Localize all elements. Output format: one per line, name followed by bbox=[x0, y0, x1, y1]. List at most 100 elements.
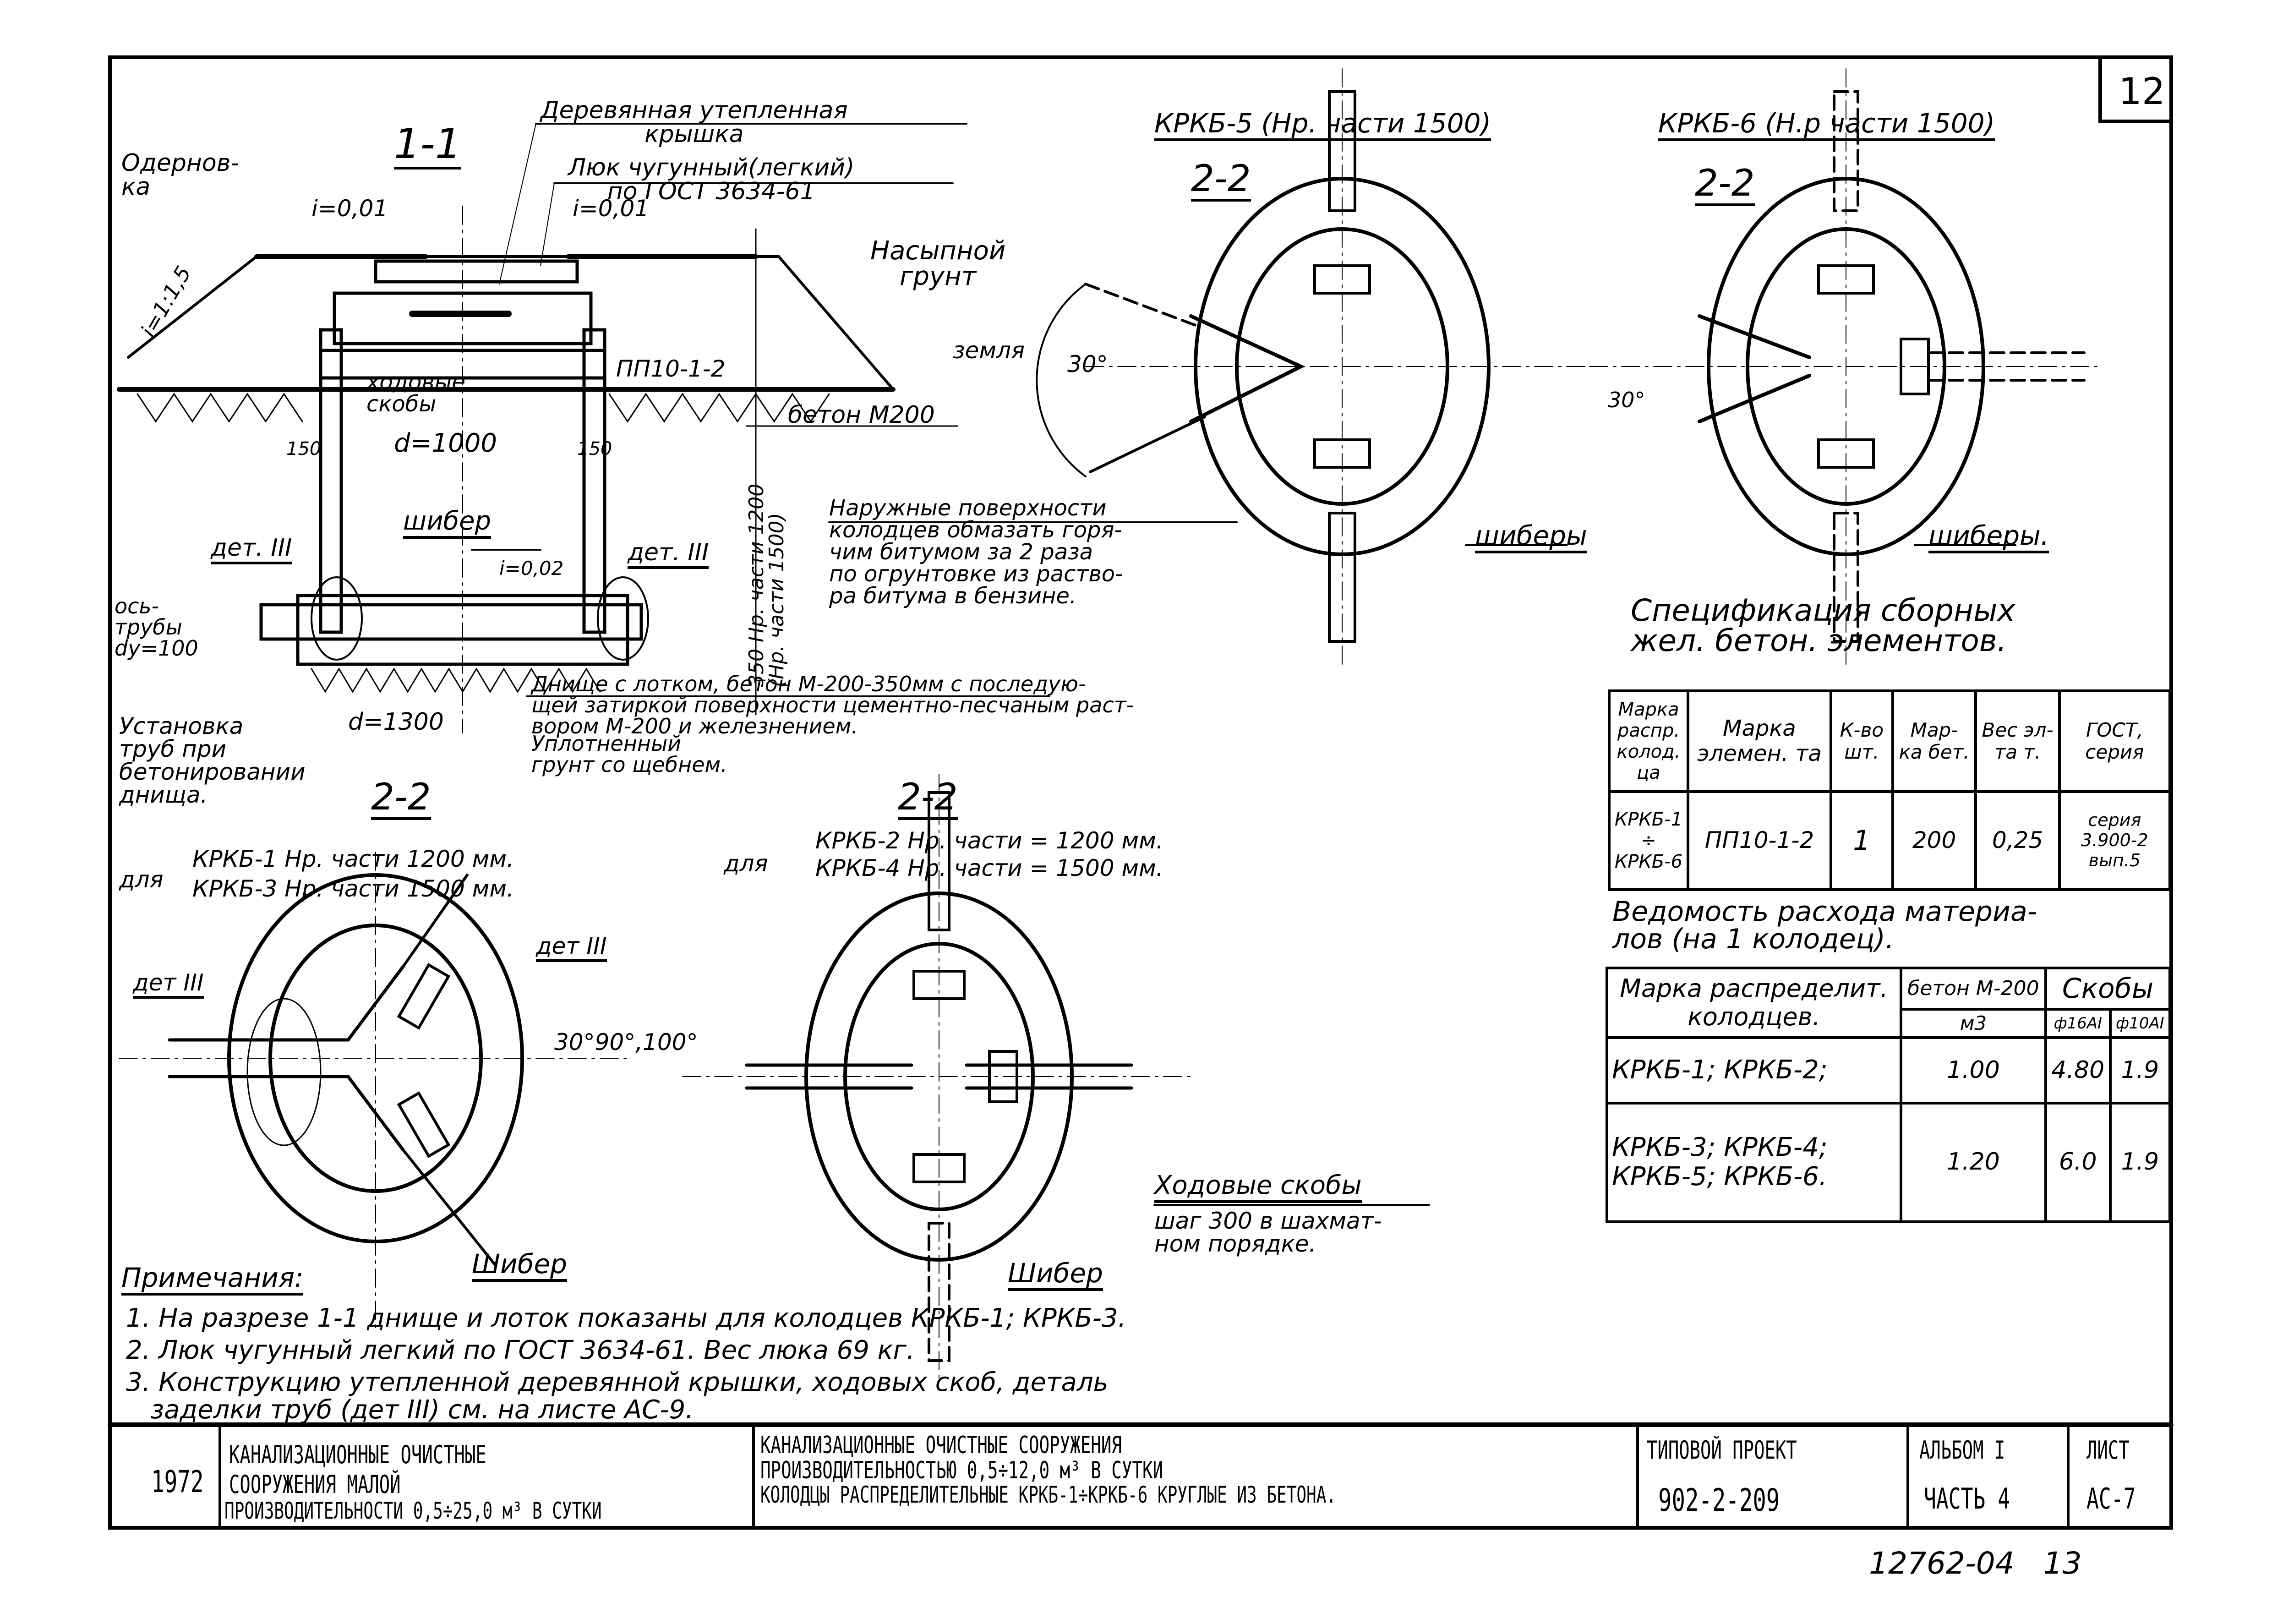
plan-krkb24-ladder-note: шаг 300 в шахмат- ном порядке. bbox=[1154, 1208, 1382, 1257]
spec-header-cell: Мар- ка бет. bbox=[1891, 689, 1977, 793]
plan-krkb13-for: для bbox=[119, 866, 164, 893]
title-block-desc-line2: ПРОИЗВОДИТЕЛЬНОСТЬЮ 0,5÷12,0 м³ В СУТКИ bbox=[760, 1457, 1163, 1484]
plan-krkb24-ladder: Ходовые скобы bbox=[1154, 1173, 1362, 1203]
plan-krkb13-det-left: дет III bbox=[133, 971, 204, 999]
materials-cell-a: 6.0 bbox=[2044, 1101, 2112, 1224]
table-row: КРКБ-3; КРКБ-4; КРКБ-5; КРКБ-6. 1.20 6.0… bbox=[1606, 1101, 2172, 1224]
label-height-dim: 350 Нр. части 1200 (Нр. части 1500) bbox=[745, 483, 788, 687]
spec-header-cell: Вес эл-та т. bbox=[1974, 689, 2061, 793]
plan-krkb13-line2: КРКБ-3 Нр. части 1500 мм. bbox=[192, 875, 514, 902]
title-block-sheet-value: АС-7 bbox=[2086, 1482, 2136, 1515]
plan-krkb5-gates: шиберы bbox=[1475, 522, 1587, 553]
notes-heading: Примечания: bbox=[121, 1264, 304, 1296]
plan-krkb24-gate: Шибер bbox=[1008, 1260, 1103, 1291]
materials-header-unit: м3 bbox=[1900, 1007, 2047, 1039]
materials-cell-concrete: 1.20 bbox=[1900, 1101, 2047, 1224]
plan-krkb5-title: КРКБ-5 (Нр. части 1500) bbox=[1154, 110, 1491, 141]
title-block-album-value: ЧАСТЬ 4 bbox=[1924, 1482, 2010, 1515]
note-item: 3. Конструкцию утепленной деревянной кры… bbox=[126, 1367, 1109, 1397]
materials-header-brand: Марка распределит. колодцев. bbox=[1606, 966, 1902, 1039]
materials-cell-b: 1.9 bbox=[2108, 1036, 2172, 1105]
label-wall-right: 150 bbox=[577, 438, 612, 459]
spec-table-header-row: Марка распр. колод. ца Марка элемен. та … bbox=[1608, 689, 2172, 793]
spec-cell: КРКБ-1 ÷ КРКБ-6 bbox=[1608, 790, 1689, 891]
plan-krkb6-title: КРКБ-6 (Н.р части 1500) bbox=[1658, 110, 1995, 141]
materials-header-a: ф16АI bbox=[2044, 1007, 2112, 1039]
plan-krkb24-section: 2-2 bbox=[898, 779, 958, 820]
label-hatch: Люк чугунный(легкий) по ГОСТ 3634-61 bbox=[568, 154, 855, 205]
title-block-desc-line1: КАНАЛИЗАЦИОННЫЕ ОЧИСТНЫЕ СООРУЖЕНИЯ bbox=[760, 1432, 1122, 1459]
title-block-year: 1972 bbox=[151, 1464, 204, 1499]
note-item: 1. На разрезе 1-1 днище и лоток показаны… bbox=[126, 1303, 1126, 1333]
materials-header-row: Марка распределит. колодцев. бетон М-200… bbox=[1606, 966, 2172, 1039]
spec-cell: серия 3.900-2 вып.5 bbox=[2058, 790, 2172, 891]
plan-krkb24-for: для bbox=[724, 850, 768, 877]
spec-header-cell: К-во шт. bbox=[1830, 689, 1894, 793]
label-outer-surfaces: Наружные поверхности колодцев обмазать г… bbox=[829, 495, 1123, 609]
materials-header-brackets: Скобы bbox=[2044, 967, 2172, 1011]
plan-krkb13-gate: Шибер bbox=[472, 1251, 567, 1282]
label-det-left: дет. III bbox=[211, 536, 292, 564]
note-item: 2. Люк чугунный легкий по ГОСТ 3634-61. … bbox=[126, 1335, 915, 1365]
spec-cell: ПП10-1-2 bbox=[1687, 790, 1832, 891]
title-block-org-line2: СООРУЖЕНИЯ МАЛОЙ bbox=[229, 1470, 401, 1499]
note-item: заделки труб (дет III) см. на листе АС-9… bbox=[126, 1395, 694, 1425]
label-compacted: Уплотненный грунт со щебнем. bbox=[531, 731, 727, 777]
section-1-1-title: 1-1 bbox=[394, 124, 461, 170]
title-block-project-value: 902-2-209 bbox=[1658, 1482, 1780, 1519]
spec-table: Марка распр. колод. ца Марка элемен. та … bbox=[1608, 689, 2172, 891]
label-slab: ПП10-1-2 bbox=[616, 355, 726, 382]
label-sod: Одернов- ка bbox=[121, 149, 240, 201]
spec-cell: 1 bbox=[1830, 790, 1894, 891]
label-concrete: бетон М200 bbox=[788, 401, 935, 429]
title-block-sheet-label: ЛИСТ bbox=[2086, 1436, 2130, 1465]
sheet-corner-number: 12 bbox=[2119, 70, 2165, 113]
table-row: КРКБ-1 ÷ КРКБ-6 ПП10-1-2 1 200 0,25 сери… bbox=[1608, 790, 2172, 891]
label-fill-soil: Насыпной грунт bbox=[870, 236, 1006, 291]
materials-subheader-row: м3 ф16АI ф10АI bbox=[1607, 1007, 2172, 1039]
title-block-desc-line3: КОЛОДЦЫ РАСПРЕДЕЛИТЕЛЬНЫЕ КРКБ-1÷КРКБ-6 … bbox=[760, 1482, 1337, 1508]
materials-cell-brand: КРКБ-3; КРКБ-4; КРКБ-5; КРКБ-6. bbox=[1606, 1101, 1902, 1224]
table-row: КРКБ-1; КРКБ-2; 1.00 4.80 1.9 bbox=[1606, 1036, 2172, 1105]
label-slope-tray: i=0,02 bbox=[499, 557, 564, 580]
label-slope-left: i=0,01 bbox=[311, 195, 388, 222]
title-block-project-label: ТИПОВОЙ ПРОЕКТ bbox=[1647, 1436, 1797, 1465]
label-bottom-note: Днище с лотком, бетон М-200-350мм с посл… bbox=[531, 672, 1134, 738]
label-diameter-inner: d=1000 bbox=[394, 428, 497, 458]
plan-krkb13-section: 2-2 bbox=[371, 779, 431, 820]
title-block-album-label: АЛЬБОМ I bbox=[1919, 1436, 2005, 1465]
plan-krkb24-line1: КРКБ-2 Нр. части = 1200 мм. bbox=[815, 827, 1163, 854]
plan-krkb13-det-right: дет III bbox=[536, 935, 607, 962]
spec-header-cell: Марка элемен. та bbox=[1687, 689, 1832, 793]
materials-table: Марка распределит. колодцев. бетон М-200… bbox=[1606, 966, 2172, 1224]
spec-header-cell: ГОСТ, серия bbox=[2058, 689, 2172, 793]
plan-krkb5-section: 2-2 bbox=[1191, 160, 1251, 202]
plan-krkb24-line2: КРКБ-4 Нр. части = 1500 мм. bbox=[815, 855, 1163, 881]
title-block-org-line1: КАНАЛИЗАЦИОННЫЕ ОЧИСТНЫЕ bbox=[229, 1440, 486, 1469]
plan-krkb6-gates: шиберы. bbox=[1928, 522, 2049, 553]
label-pipe-install: Установка труб при бетонировании днища. bbox=[119, 713, 306, 808]
label-ground: земля bbox=[953, 337, 1025, 364]
plan-krkb5-angle-right: 30° bbox=[1608, 388, 1645, 412]
label-wall-left: 150 bbox=[286, 438, 322, 459]
materials-cell-b: 1.9 bbox=[2108, 1101, 2172, 1224]
label-gate: шибер bbox=[403, 509, 492, 539]
spec-header-cell: Марка распр. колод. ца bbox=[1608, 689, 1689, 793]
materials-header-concrete: бетон М-200 bbox=[1900, 967, 2047, 1011]
label-diameter-outer: d=1300 bbox=[348, 708, 444, 736]
label-pipe-axis: ось- трубы dу=100 bbox=[115, 594, 198, 661]
materials-table-title: Ведомость расхода материа- лов (на 1 кол… bbox=[1612, 896, 2037, 955]
title-block-org-line3: ПРОИЗВОДИТЕЛЬНОСТИ 0,5÷25,0 м³ В СУТКИ bbox=[224, 1498, 602, 1524]
label-lid: Деревянная утепленная крышка bbox=[541, 97, 848, 148]
spec-cell: 0,25 bbox=[1974, 790, 2061, 891]
plan-krkb6-section: 2-2 bbox=[1695, 165, 1755, 206]
plan-krkb5-angle-left: 30° bbox=[1067, 351, 1108, 377]
plan-krkb13-angles: 30°90°,100° bbox=[554, 1029, 698, 1055]
inventory-stamp: 12762-04 13 bbox=[1869, 1546, 2082, 1581]
label-det-right: дет. III bbox=[628, 541, 709, 569]
materials-header-b: ф10АI bbox=[2108, 1007, 2172, 1039]
spec-table-title: Спецификация сборных жел. бетон. элемент… bbox=[1631, 593, 2015, 658]
label-ladder: ходовые скобы bbox=[366, 369, 466, 417]
plan-krkb13-line1: КРКБ-1 Нр. части 1200 мм. bbox=[192, 846, 514, 872]
